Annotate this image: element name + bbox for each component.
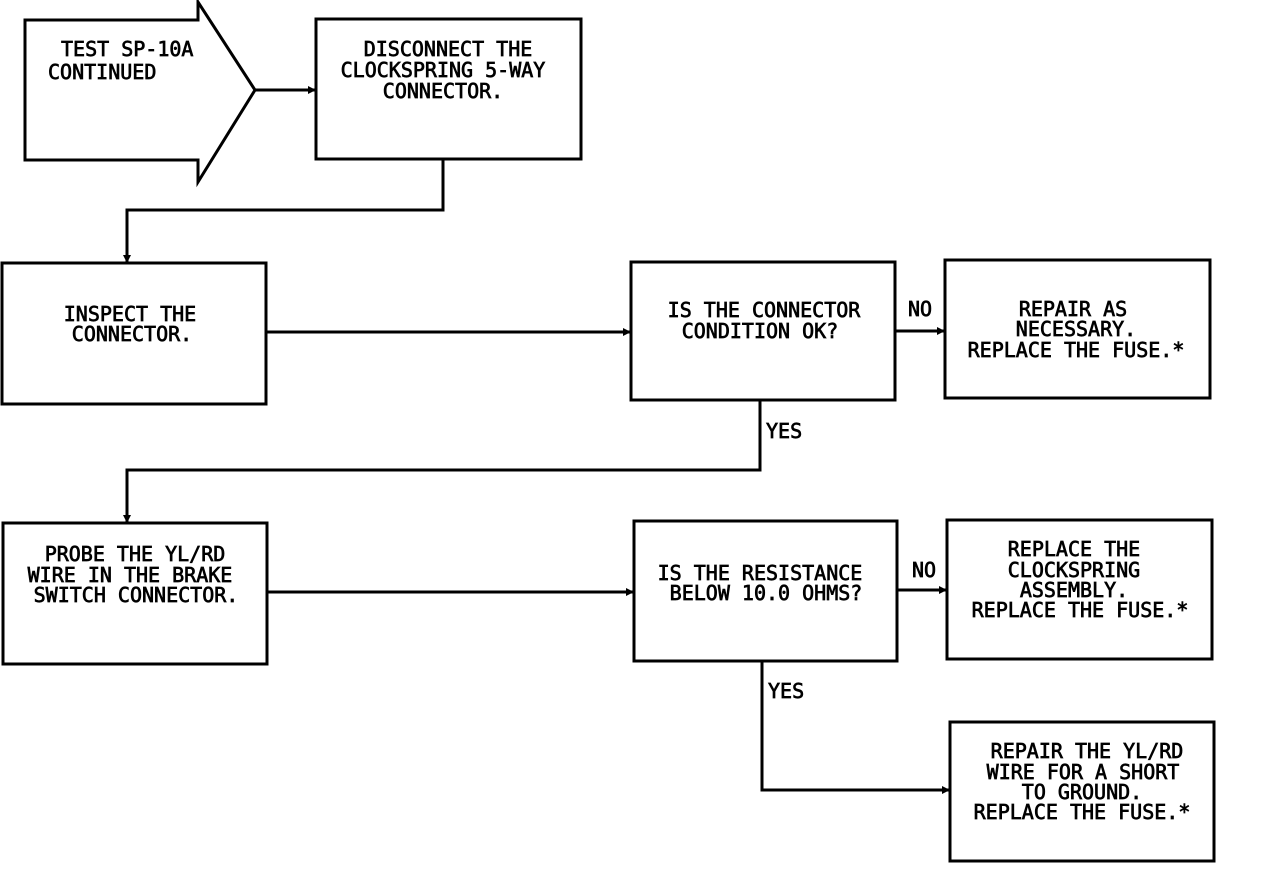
arrow-disconnect-to-inspect [123, 159, 445, 263]
decision-connector-line-2: CONDITION OK? [682, 319, 839, 343]
step-probe-line-2: WIRE IN THE BRAKE [28, 563, 233, 587]
step-disconnect-line-1: DISCONNECT THE [364, 37, 533, 61]
step-repair-wire-line-4: REPLACE THE FUSE.* [974, 800, 1191, 824]
decision-connector-box [629, 260, 897, 402]
start-node-line-2: CONTINUED [48, 60, 156, 84]
arrow-connector-yes-to-probe [123, 400, 762, 523]
start-node-line-1: TEST SP-10A [61, 37, 193, 61]
step-disconnect-line-2: CLOCKSPRING 5-WAY [341, 58, 546, 82]
step-replace-line-4: REPLACE THE FUSE.* [972, 598, 1189, 622]
step-probe-box [1, 521, 269, 666]
step-disconnect-box [314, 17, 583, 161]
decision-connector-line-1: IS THE CONNECTOR [668, 298, 862, 322]
step-repair-wire-line-2: WIRE FOR A SHORT [987, 760, 1180, 784]
step-disconnect-line-3: CONNECTOR. [383, 79, 503, 103]
step-inspect-connector: INSPECT THE CONNECTOR. [0, 261, 268, 406]
decision-resistance-line-2: BELOW 10.0 OHMS? [670, 581, 863, 605]
step-probe-line-1: PROBE THE YL/RD [45, 542, 226, 566]
step-probe-line-3: SWITCH CONNECTOR. [34, 583, 239, 607]
edge-label-resistance-no: NO [912, 558, 936, 582]
step-disconnect-clockspring: DISCONNECT THE CLOCKSPRING 5-WAY CONNECT… [314, 17, 583, 161]
step-repair-wire-line-1: REPAIR THE YL/RD [991, 739, 1184, 763]
decision-resistance-box [632, 519, 899, 663]
step-repair-as-necessary: REPAIR AS NECESSARY. REPLACE THE FUSE.* [943, 258, 1212, 400]
edge-label-connector-yes: YES [766, 419, 802, 443]
step-repair-line-1: REPAIR AS [1019, 297, 1127, 321]
decision-resistance-line-1: IS THE RESISTANCE [658, 561, 863, 585]
step-repair-box [943, 258, 1212, 400]
start-arrow-shape [23, 0, 257, 188]
arrow-resistance-yes-to-repair-wire [760, 661, 950, 794]
step-probe-wire: PROBE THE YL/RD WIRE IN THE BRAKE SWITCH… [1, 521, 269, 666]
decision-connector-condition: IS THE CONNECTOR CONDITION OK? [629, 260, 897, 402]
decision-resistance: IS THE RESISTANCE BELOW 10.0 OHMS? [632, 519, 899, 663]
step-repair-wire-box [948, 720, 1216, 863]
step-replace-line-2: CLOCKSPRING [1008, 558, 1140, 582]
step-replace-line-3: ASSEMBLY. [1020, 578, 1128, 602]
step-repair-line-2: NECESSARY. [1016, 317, 1136, 341]
step-repair-wire-short: REPAIR THE YL/RD WIRE FOR A SHORT TO GRO… [948, 720, 1216, 863]
edge-label-resistance-yes: YES [768, 679, 804, 703]
step-inspect-box [0, 261, 268, 406]
start-node-test-continued: TEST SP-10A CONTINUED [23, 0, 257, 188]
step-inspect-line-1: INSPECT THE [64, 302, 196, 326]
step-repair-line-3: REPLACE THE FUSE.* [968, 338, 1185, 362]
step-repair-wire-line-3: TO GROUND. [1022, 780, 1142, 804]
step-replace-box [945, 518, 1214, 661]
step-inspect-line-2: CONNECTOR. [72, 322, 192, 346]
step-replace-line-1: REPLACE THE [1008, 537, 1140, 561]
edge-label-connector-no: NO [908, 297, 932, 321]
step-replace-clockspring: REPLACE THE CLOCKSPRING ASSEMBLY. REPLAC… [945, 518, 1214, 661]
